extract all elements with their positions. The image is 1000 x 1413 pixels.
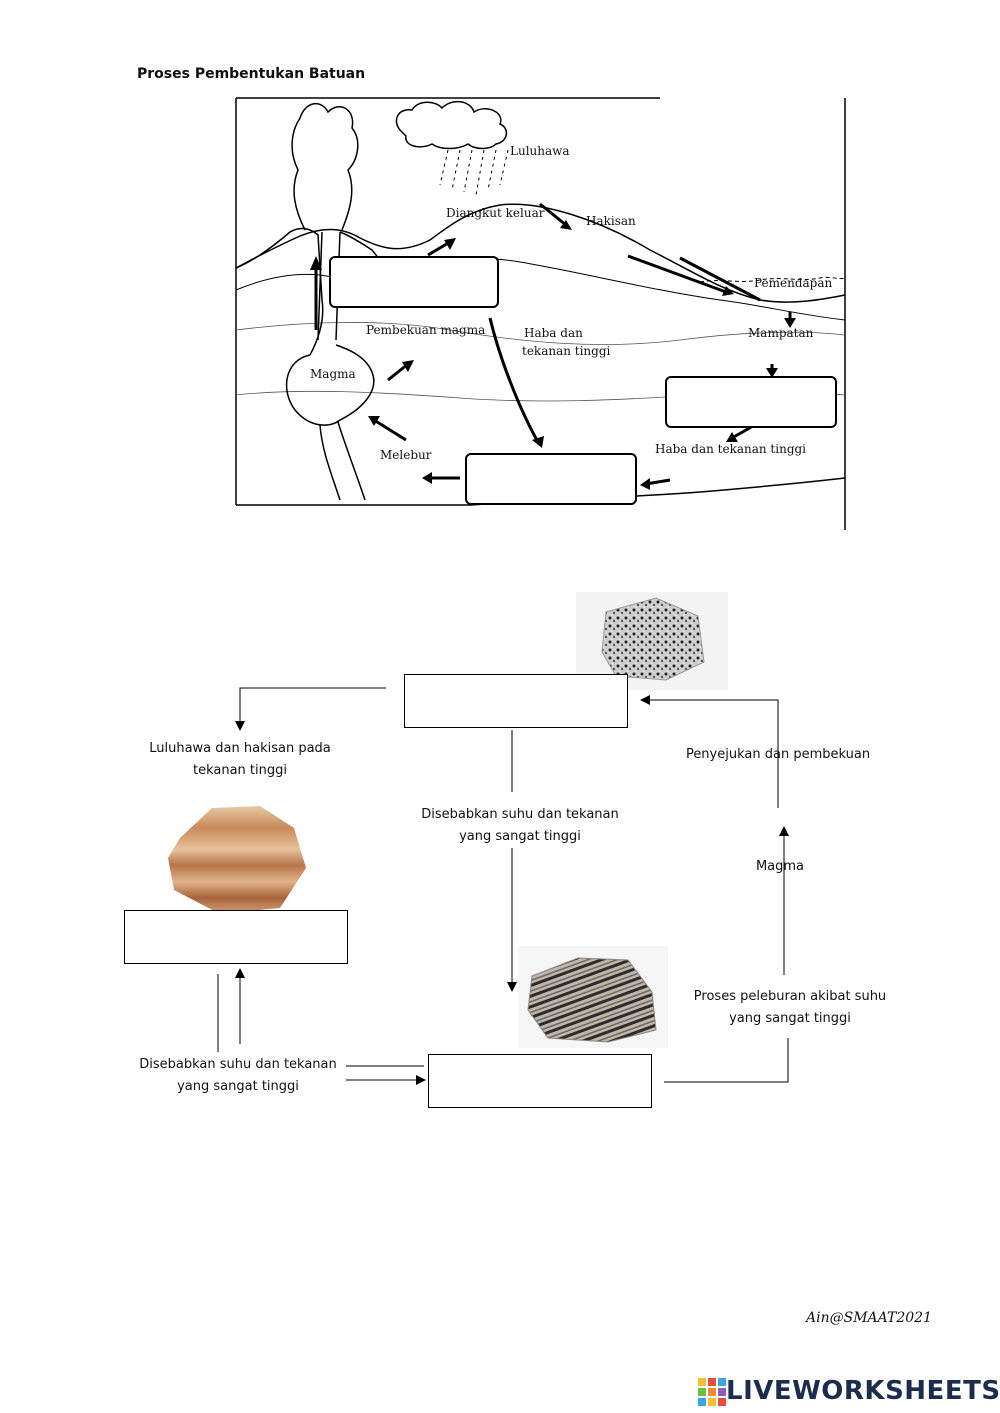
flow-label-penyejukan: Penyejukan dan pembekuan	[685, 747, 871, 762]
answer-box-igneous[interactable]	[329, 256, 499, 308]
answer-box-sedimentary[interactable]	[665, 376, 837, 428]
answer-input-igneous[interactable]	[331, 258, 497, 306]
flow-answer-input-metamorphic[interactable]	[429, 1055, 651, 1107]
flow-label-proses-peleburan: Proses peleburan akibat suhu yang sangat…	[693, 989, 887, 1026]
rock-cycle-diagram	[235, 97, 846, 530]
label-melebur: Melebur	[380, 448, 432, 462]
label-hakisan: Hakisan	[586, 214, 636, 228]
label-mampatan: Mampatan	[748, 326, 814, 340]
answer-input-sedimentary[interactable]	[667, 378, 835, 426]
flow-label-disebabkan-bottom: Disebabkan suhu dan tekanan yang sangat …	[139, 1057, 337, 1094]
page-title: Proses Pembentukan Batuan	[137, 66, 366, 82]
flow-answer-input-igneous[interactable]	[405, 675, 627, 727]
label-luluhawa: Luluhawa	[510, 144, 570, 158]
answer-box-metamorphic[interactable]	[465, 453, 637, 505]
label-haba-dan-tekanan-tinggi: Haba dan tekanan tinggi	[655, 442, 807, 456]
flow-label-luluhawa: Luluhawa dan hakisan pada tekanan tinggi	[149, 741, 331, 778]
flow-label-magma: Magma	[755, 859, 805, 874]
granite-rock-image	[576, 592, 728, 690]
label-magma: Magma	[310, 367, 356, 381]
label-diangkut-keluar: Diangkut keluar	[446, 206, 545, 220]
answer-input-metamorphic[interactable]	[467, 455, 635, 503]
label-haba-dan: Haba dan	[524, 326, 583, 340]
gneiss-rock-image	[518, 946, 668, 1048]
flow-answer-input-sedimentary[interactable]	[125, 911, 347, 963]
flow-answer-box-sedimentary[interactable]	[124, 910, 348, 964]
label-pembekuan-magma: Pembekuan magma	[366, 323, 486, 337]
author-signature: Ain@SMAAT2021	[806, 1310, 932, 1326]
label-tekanan-tinggi: tekanan tinggi	[522, 344, 611, 358]
label-pemendapan: Pemendapan	[754, 276, 833, 290]
flow-answer-box-metamorphic[interactable]	[428, 1054, 652, 1108]
liveworksheets-logo-icon	[698, 1378, 728, 1406]
flow-label-disebabkan-top: Disebabkan suhu dan tekanan yang sangat …	[421, 807, 619, 844]
flow-answer-box-igneous[interactable]	[404, 674, 628, 728]
liveworksheets-brand: LIVEWORKSHEETS	[726, 1376, 1000, 1406]
sandstone-rock-image	[168, 806, 306, 914]
rock-flow-chart	[217, 687, 789, 1085]
